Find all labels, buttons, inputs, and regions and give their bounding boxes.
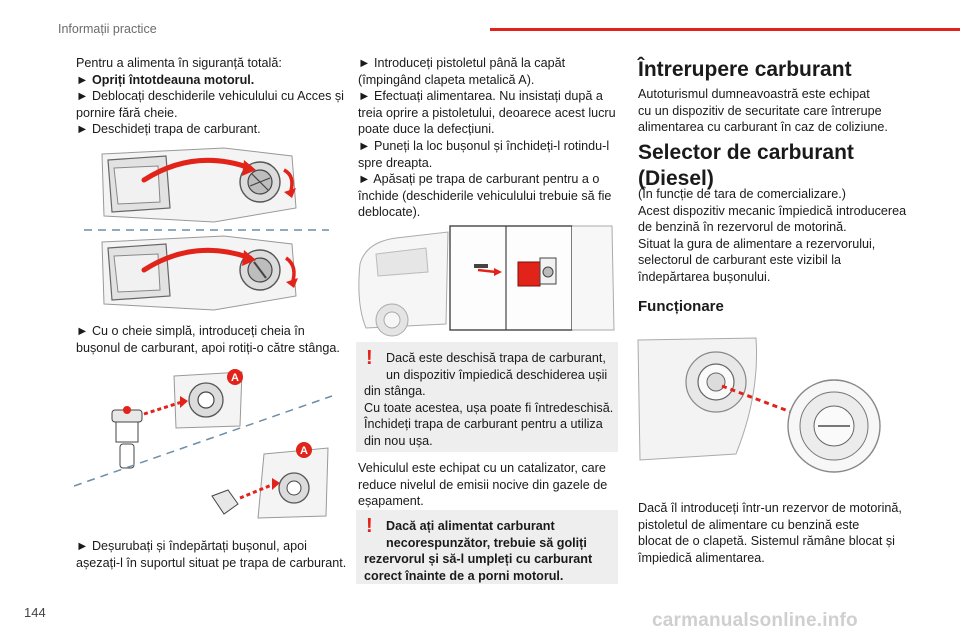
fuel-selector-illustration [637,337,881,473]
section-title-fuel-cutoff: Întrerupere carburant [638,58,852,81]
text-line: pistoletul de alimentare cu benzină este [638,517,860,532]
text-line: treia oprire a pistoletului, deoarece ac… [358,105,616,120]
text-line: din nou ușa. [364,433,433,448]
text-line: ► Apăsați pe trapa de carburant pentru a… [358,172,600,187]
text-line: ► Deschideți trapa de carburant. [76,122,261,137]
text-line: corect înainte de a porni motorul. [364,568,564,583]
column-middle: ► Introduceți pistoletul până la capăt (… [358,55,620,221]
text-line: poate duce la defecțiuni. [358,122,495,137]
header-accent-bar [490,28,960,31]
warning-text-continued: rezervorul și să-l umpleți cu carburant … [364,551,592,584]
text-line: (împingând clapeta metalică A). [358,72,535,87]
fuel-flap-opening-illustration [84,147,329,311]
page-number: 144 [24,605,46,620]
section-title-fuel-selector: Selector de carburant (Diesel) [638,140,854,192]
title-line: (Diesel) [638,167,714,190]
warning-box-fuel-door [356,342,618,452]
label-a-marker [227,369,243,385]
catalyst-note: Vehiculul este echipat cu un catalizator… [358,460,620,510]
text-line: ► Efectuați alimentarea. Nu insistați du… [358,89,603,104]
warning-text-continued: din stânga. Cu toate acestea, ușa poate … [364,383,613,449]
text-line: selectorul de carburant este vizibil la [638,253,842,268]
title-line: Selector de carburant [638,141,854,164]
watermark: carmanualsonline.info [652,610,858,631]
warning-text: Dacă este deschisă trapa de carburant, u… [386,350,607,383]
text-line: Dacă ați alimentat carburant [386,519,555,533]
text-line: ► Deblocați deschiderile vehiculului cu … [76,89,344,104]
text-line: (În funcție de tara de comercializare.) [638,187,846,201]
warning-icon: ! [366,347,373,369]
text-line: cu un dispozitiv de securitate care într… [638,103,882,118]
key-cap-illustration: A A [74,369,333,519]
text-line: rezervorul și să-l umpleți cu carburant [364,552,593,566]
label-a-upper: A [231,372,239,384]
text-line: reduce nivelul de emisii nocive din gaze… [358,477,608,492]
subsection-title-operation: Funcționare [638,298,724,315]
text-line: Situat la gura de alimentare a rezervoru… [638,236,876,251]
text-line: Cu toate acestea, ușa poate fi întredesc… [364,400,614,415]
text-line: Dacă este deschisă trapa de carburant, [386,351,606,365]
text-line: de benzină în rezervorul de motorină. [638,220,847,235]
warning-text: Dacă ați alimentat carburant necorespunz… [386,518,587,551]
van-fuel-door-illustration [358,225,615,337]
text-line: ► Puneți la loc bușonul și închideți-l r… [358,138,610,153]
text-line: din stânga. [364,384,426,398]
text-line: ► Opriți întotdeauna motorul. [76,72,255,87]
text-line: Autoturismul dumneavoastră este echipat [638,87,870,101]
text-line: așezați-l în suportul situat pe trapa de… [76,555,347,570]
divider-dashed-diagonal [74,395,333,487]
text-line: eșapament. [358,494,424,509]
unscrew-instructions: ► Deșurubați și îndepărtați bușonul, apo… [76,538,346,571]
warning-icon: ! [366,515,373,537]
fuel-cap-with-key-icon [111,406,143,469]
fuel-flap-upper-view [101,147,297,223]
text-line: împiedică alimentarea. [638,550,765,565]
text-line: deblocate). [358,205,421,220]
text-line: Închideți trapa de carburant pentru a ut… [364,417,603,432]
column-left: Pentru a alimenta în siguranță totală: ►… [76,55,346,138]
text-line: necorespunzător, trebuie să goliți [386,535,587,550]
text-line: Dacă îl introduceți într-un rezervor de … [638,501,902,515]
text-line: Acest dispozitiv mecanic împiedică intro… [638,203,907,218]
text-line: alimentarea cu carburant în caz de coliz… [638,120,888,135]
text-line: Vehiculul este echipat cu un catalizator… [358,461,606,475]
label-a-lower: A [300,445,308,457]
fuel-cutoff-text: Autoturismul dumneavoastră este echipat … [638,86,923,136]
text-line: Pentru a alimenta în siguranță totală: [76,56,282,70]
text-line: ► Cu o cheie simplă, introduceți cheia î… [76,324,305,338]
fuel-flap-open-icon [517,257,557,287]
operation-text: Dacă îl introduceți într-un rezervor de … [638,500,923,566]
text-line: pornire fără cheie. [76,105,178,120]
text-line: blocat de o clapetă. Sistemul rămâne blo… [638,534,895,549]
text-line: îndepărtarea bușonului. [638,269,771,284]
text-line: închide (deschiderile vehiculului trebui… [358,188,612,203]
fuel-selector-text: (În funcție de tara de comercializare.) … [638,186,923,286]
fuel-flap-lower-view [101,235,298,311]
text-line: bușonul de carburant, apoi rotiți-o cătr… [76,340,340,355]
warning-box-wrong-fuel [356,510,618,584]
key-instructions: ► Cu o cheie simplă, introduceți cheia î… [76,323,346,356]
text-line: ► Introduceți pistoletul până la capăt [358,56,566,70]
label-a-marker [296,442,312,458]
text-line: ► Deșurubați și îndepărtați bușonul, apo… [76,539,307,553]
text-line: un dispozitiv împiedică deschiderea ușii [386,367,608,382]
running-header: Informații practice [58,22,157,36]
text-line: spre dreapta. [358,155,433,170]
